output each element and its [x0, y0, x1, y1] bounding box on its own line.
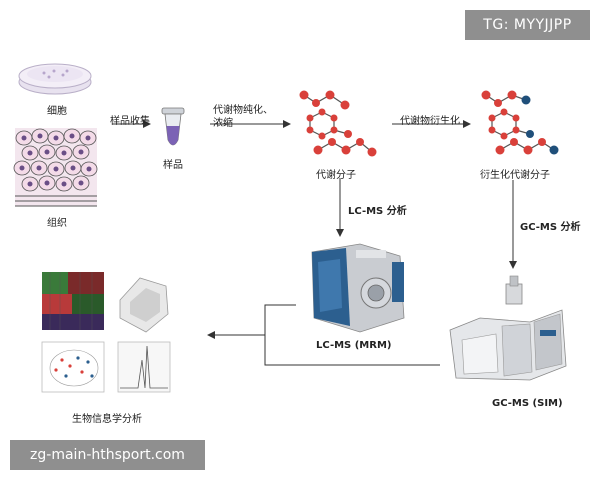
lcms-instrument-label: LC-MS (MRM) — [316, 340, 392, 351]
sample-collection-label: 样品收集 — [110, 116, 150, 127]
petri-dish-icon — [18, 63, 92, 95]
purify-label-line1: 代谢物纯化、 — [213, 105, 273, 116]
metabolite-atoms — [299, 90, 377, 157]
metabolites-label: 代谢分子 — [316, 170, 356, 181]
watermark-top: TG: MYYJJPP — [465, 10, 590, 40]
derivatized-label: 衍生化代谢分子 — [480, 170, 550, 181]
tissue-icon — [13, 128, 98, 207]
tissue-label: 组织 — [47, 218, 67, 229]
lcms-analysis-label: LC-MS 分析 — [348, 206, 407, 217]
gcms-instrument-icon — [449, 275, 567, 381]
gcms-analysis-label: GC-MS 分析 — [520, 222, 581, 233]
derivatization-label: 代谢物衍生化 — [400, 116, 460, 127]
chromatogram-panel — [117, 341, 171, 393]
lcms-instrument-icon — [311, 243, 405, 333]
heatmap-panel — [42, 272, 104, 330]
derivatized-atoms — [481, 90, 559, 155]
sample-label: 样品 — [163, 160, 183, 171]
purify-label-line2: 浓缩 — [213, 118, 233, 129]
cells-label: 细胞 — [47, 106, 67, 117]
gcms-instrument-label: GC-MS (SIM) — [492, 398, 563, 409]
3d-plot-panel — [119, 277, 169, 333]
test-tube-icon — [161, 107, 185, 146]
watermark-bottom: zg-main-hthsport.com — [10, 440, 205, 470]
bioinformatics-label: 生物信息学分析 — [72, 414, 142, 425]
scatter-plot-panel — [41, 341, 105, 393]
